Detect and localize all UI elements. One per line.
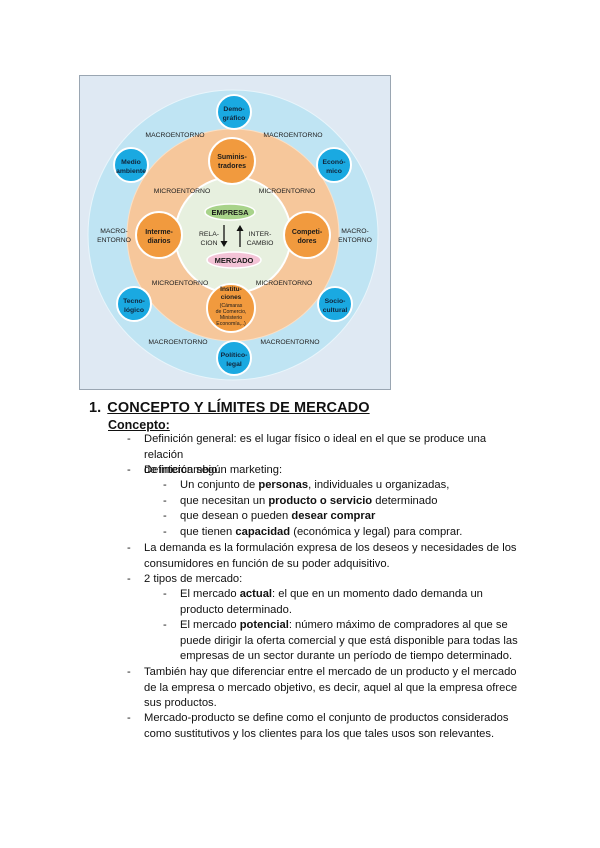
node-tecnologico: Tecno- lógico xyxy=(116,286,152,322)
bullet-definicion-marketing: Definición según marketing: xyxy=(144,464,283,476)
dash-b1: - xyxy=(127,433,131,445)
svg-text:mico: mico xyxy=(326,168,342,175)
svg-text:tradores: tradores xyxy=(218,163,246,170)
intercambio-label-1: INTER- xyxy=(249,231,272,238)
svg-text:Socio-: Socio- xyxy=(325,298,346,305)
dash-b2c: - xyxy=(163,510,167,522)
micro-label-bottom-right: MICROENTORNO xyxy=(256,280,313,287)
sub-bullet-personas: Un conjunto de personas, individuales u … xyxy=(180,479,450,491)
section-heading: 1. CONCEPTO Y LÍMITES DE MERCADO xyxy=(89,400,370,416)
node-politico-legal: Político- legal xyxy=(216,340,252,376)
relacion-label-1: RELA- xyxy=(199,231,219,238)
svg-text:Suminis-: Suminis- xyxy=(217,154,247,161)
svg-text:lógico: lógico xyxy=(124,307,144,314)
svg-text:cultural: cultural xyxy=(323,307,348,314)
dash-b2d: - xyxy=(163,526,167,538)
svg-text:diarios: diarios xyxy=(148,238,171,245)
node-economico: Econó- mico xyxy=(316,147,352,183)
svg-text:ciones: ciones xyxy=(221,294,242,301)
macro-label-right-1: MACRO- xyxy=(341,228,369,235)
sub-bullet-mercado-actual: El mercado actual: el que en un momento … xyxy=(180,588,483,616)
svg-text:dores: dores xyxy=(297,238,316,245)
dash-b6: - xyxy=(127,712,131,724)
node-sociocultural: Socio- cultural xyxy=(317,286,353,322)
arrow-up-icon xyxy=(236,225,244,247)
mercado-oval xyxy=(206,251,262,269)
dash-b2b: - xyxy=(163,495,167,507)
bullet-definicion-general: Definición general: es el lugar físico o… xyxy=(144,433,487,477)
bullet-mercado-producto-definicion: Mercado-producto se define como el conju… xyxy=(144,712,509,740)
svg-text:de Comercio,: de Comercio, xyxy=(216,309,247,315)
section-number: 1. xyxy=(89,400,102,416)
dash-b3: - xyxy=(127,542,131,554)
macro-label-top-left: MACROENTORNO xyxy=(145,132,204,139)
sub-bullet-mercado-potencial: El mercado potencial: número máximo de c… xyxy=(180,619,518,663)
svg-text:legal: legal xyxy=(226,361,242,368)
svg-text:Institu-: Institu- xyxy=(220,286,242,293)
relacion-label-2: CION xyxy=(201,240,218,247)
svg-text:Político-: Político- xyxy=(221,352,248,359)
macro-label-bottom-right: MACROENTORNO xyxy=(260,339,319,346)
bullet-demanda: La demanda es la formulación expresa de … xyxy=(144,542,517,570)
svg-text:(Cámaras: (Cámaras xyxy=(220,303,243,309)
macro-label-right-2: ENTORNO xyxy=(338,237,372,244)
mercado-label: MERCADO xyxy=(215,256,254,265)
bullet-tipos-mercado: 2 tipos de mercado: xyxy=(144,573,243,585)
svg-text:Demo-: Demo- xyxy=(223,106,244,113)
macro-label-top-right: MACROENTORNO xyxy=(263,132,322,139)
svg-text:Interme-: Interme- xyxy=(145,229,173,236)
macro-label-left-2: ENTORNO xyxy=(97,237,131,244)
arrow-down-icon xyxy=(220,225,228,247)
macro-label-bottom-left: MACROENTORNO xyxy=(148,339,207,346)
svg-text:Competi-: Competi- xyxy=(292,229,323,236)
svg-text:Economía,..): Economía,..) xyxy=(216,321,246,327)
node-competidores: Competi- dores xyxy=(283,211,331,259)
svg-text:Medio: Medio xyxy=(121,159,141,166)
svg-text:Econó-: Econó- xyxy=(322,159,345,166)
intercambio-label-2: CAMBIO xyxy=(247,240,274,247)
empresa-oval xyxy=(204,203,256,221)
environment-diagram: EMPRESA MERCADO RELA- CION INTER- CAMBIO… xyxy=(79,75,391,390)
node-intermediarios: Interme- diarios xyxy=(135,211,183,259)
subheading-concepto: Concepto: xyxy=(108,418,170,432)
svg-text:Ministerio: Ministerio xyxy=(220,315,242,321)
svg-text:Tecno-: Tecno- xyxy=(123,298,145,305)
sub-bullet-desear-comprar: que desean o pueden desear comprar xyxy=(180,510,376,522)
sub-bullet-producto: que necesitan un producto o servicio det… xyxy=(180,495,438,507)
svg-text:gráfico: gráfico xyxy=(223,115,246,122)
dash-b2: - xyxy=(127,464,131,476)
sub-bullet-capacidad: que tienen capacidad (económica y legal)… xyxy=(180,526,463,538)
macro-label-left-1: MACRO- xyxy=(100,228,128,235)
node-instituciones: Institu- ciones (Cámaras de Comercio, Mi… xyxy=(206,283,256,333)
node-suministradores: Suminis- tradores xyxy=(208,137,256,185)
dash-b2a: - xyxy=(163,479,167,491)
node-demografico: Demo- gráfico xyxy=(216,94,252,130)
section-title: CONCEPTO Y LÍMITES DE MERCADO xyxy=(107,400,370,416)
dash-b4b: - xyxy=(163,619,167,631)
svg-text:ambiente: ambiente xyxy=(116,168,146,175)
micro-label-bottom-left: MICROENTORNO xyxy=(152,280,209,287)
micro-label-top-right: MICROENTORNO xyxy=(259,188,316,195)
micro-label-top-left: MICROENTORNO xyxy=(154,188,211,195)
node-medio-ambiente: Medio ambiente xyxy=(113,147,149,183)
dash-b4: - xyxy=(127,573,131,585)
dash-b4a: - xyxy=(163,588,167,600)
bullet-mercado-producto-empresa: También hay que diferenciar entre el mer… xyxy=(144,666,518,710)
dash-b5: - xyxy=(127,666,131,678)
empresa-label: EMPRESA xyxy=(211,208,249,217)
